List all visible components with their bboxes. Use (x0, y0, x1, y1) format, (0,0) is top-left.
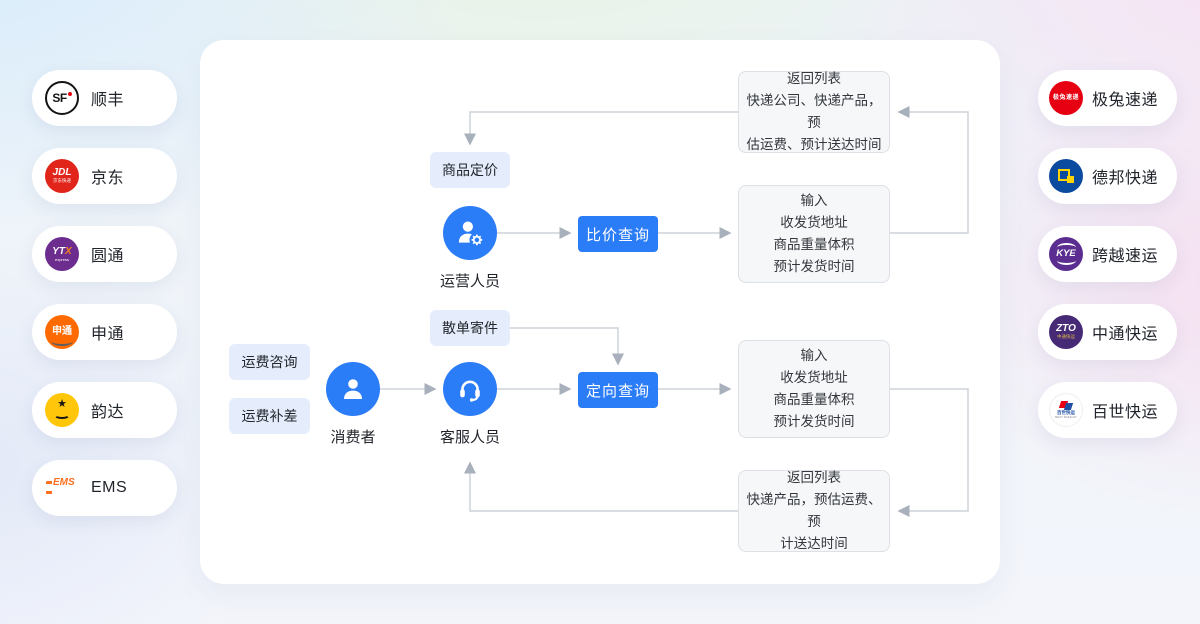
courier-pill-ems: EMS EMS (32, 460, 177, 516)
deppon-logo-icon (1049, 159, 1083, 193)
box-line: 收发货地址 (780, 215, 848, 230)
sf-logo-text: SF (52, 92, 71, 104)
courier-label-best: 百世快运 (1092, 404, 1159, 421)
jd-logistics-logo-icon: JDL 京东快递 (45, 159, 79, 193)
yto-logo-subtext: express (54, 256, 69, 262)
support-avatar (443, 362, 497, 416)
tag-freight-adjustment: 运费补差 (229, 398, 310, 434)
box-line: 返回列表 (787, 470, 841, 485)
courier-pill-zto: ZTO 中通快运 中通快运 (1038, 304, 1177, 360)
jdl-logo-subtext: 京东快递 (53, 178, 71, 184)
box-line: 预计发货时间 (773, 259, 855, 274)
courier-pill-yto: YTX express 圆通 (32, 226, 177, 282)
box-line: 返回列表 (787, 71, 841, 86)
jt-express-logo-icon: 极兔速递 (1049, 81, 1083, 115)
yunda-logo-star: ★ (57, 398, 67, 410)
jdl-logo-text: JDL (52, 167, 72, 179)
jt-logo-text: 极兔速递 (1052, 95, 1079, 101)
consumer-label: 消费者 (330, 429, 376, 446)
operator-label: 运营人员 (439, 273, 500, 290)
tag-freight-inquiry: 运费咨询 (229, 344, 310, 380)
courier-pill-jd: JDL 京东快递 京东 (32, 148, 177, 204)
sto-express-logo-icon: 申通 (45, 315, 79, 349)
consumer-avatar (326, 362, 380, 416)
yto-logo-text: YTX (52, 245, 72, 257)
courier-label-yunda: 韵达 (91, 404, 125, 421)
yunda-smiley-logo-icon: ★ (45, 393, 79, 427)
box-line: 商品重量体积 (773, 392, 855, 407)
support-label: 客服人员 (439, 429, 500, 446)
kye-logo-icon: KYE (1049, 237, 1083, 271)
person-icon (344, 379, 362, 399)
ems-logo-text: EMS (45, 478, 79, 498)
courier-label-jt: 极兔速递 (1092, 92, 1159, 109)
courier-label-kye: 跨越速运 (1092, 248, 1159, 265)
operator-avatar (443, 206, 497, 260)
box-line: 预计发货时间 (773, 414, 855, 429)
sto-logo-text: 申通 (52, 326, 72, 337)
courier-label-sto: 申通 (91, 326, 125, 343)
courier-pill-kye: KYE 跨越速运 (1038, 226, 1177, 282)
courier-pill-jt: 极兔速递 极兔速递 (1038, 70, 1177, 126)
best-logo-subtext-en: BEST FREIGHT (1055, 414, 1077, 419)
best-freight-logo-icon: 百世快运 BEST FREIGHT (1049, 393, 1083, 427)
courier-label-deppon: 德邦快递 (1092, 170, 1159, 187)
ems-logo-icon: EMS (45, 471, 79, 505)
courier-pill-yunda: ★ 韵达 (32, 382, 177, 438)
input-box-bottom: 输入 收发货地址 商品重量体积 预计发货时间 (738, 340, 890, 438)
box-line: 输入 (800, 193, 828, 208)
kye-logo-text: KYE (1056, 248, 1076, 260)
courier-label-yto: 圆通 (91, 248, 125, 265)
zto-logo-icon: ZTO 中通快运 (1049, 315, 1083, 349)
return-list-box-bottom: 返回列表 快递产品，预估运费、预 计送达时间 (738, 470, 890, 552)
yto-express-logo-icon: YTX express (45, 237, 79, 271)
return-list-box-top: 返回列表 快递公司、快递产品，预 估运费、预计送达时间 (738, 71, 890, 153)
box-line: 快递公司、快递产品，预 (746, 93, 882, 130)
compare-query-button[interactable]: 比价查询 (578, 216, 658, 252)
sf-express-logo-icon: SF (45, 81, 79, 115)
tag-product-pricing: 商品定价 (430, 152, 510, 188)
courier-pill-best: 百世快运 BEST FREIGHT 百世快运 (1038, 382, 1177, 438)
box-line: 商品重量体积 (773, 237, 855, 252)
courier-pill-sf: SF 顺丰 (32, 70, 177, 126)
courier-label-jd: 京东 (91, 170, 125, 187)
input-box-top: 输入 收发货地址 商品重量体积 预计发货时间 (738, 185, 890, 283)
zto-logo-subtext: 中通快运 (1057, 334, 1075, 340)
courier-label-zto: 中通快运 (1092, 326, 1159, 343)
person-gear-icon (458, 221, 485, 248)
box-line: 计送达时间 (780, 536, 848, 551)
directed-query-button[interactable]: 定向查询 (578, 372, 658, 408)
courier-label-ems: EMS (91, 479, 128, 496)
box-line: 输入 (800, 348, 828, 363)
headset-icon (460, 380, 480, 402)
box-line: 收发货地址 (780, 370, 848, 385)
courier-pill-sto: 申通 申通 (32, 304, 177, 360)
courier-pill-deppon: 德邦快递 (1038, 148, 1177, 204)
zto-logo-text: ZTO (1056, 323, 1076, 335)
box-line: 快递产品，预估运费、预 (746, 492, 882, 529)
best-logo-subtext: 百世快运 (1057, 410, 1075, 416)
tag-casual-shipping: 散单寄件 (430, 310, 510, 346)
courier-label-sf: 顺丰 (91, 92, 125, 109)
box-line: 估运费、预计送达时间 (746, 137, 882, 152)
